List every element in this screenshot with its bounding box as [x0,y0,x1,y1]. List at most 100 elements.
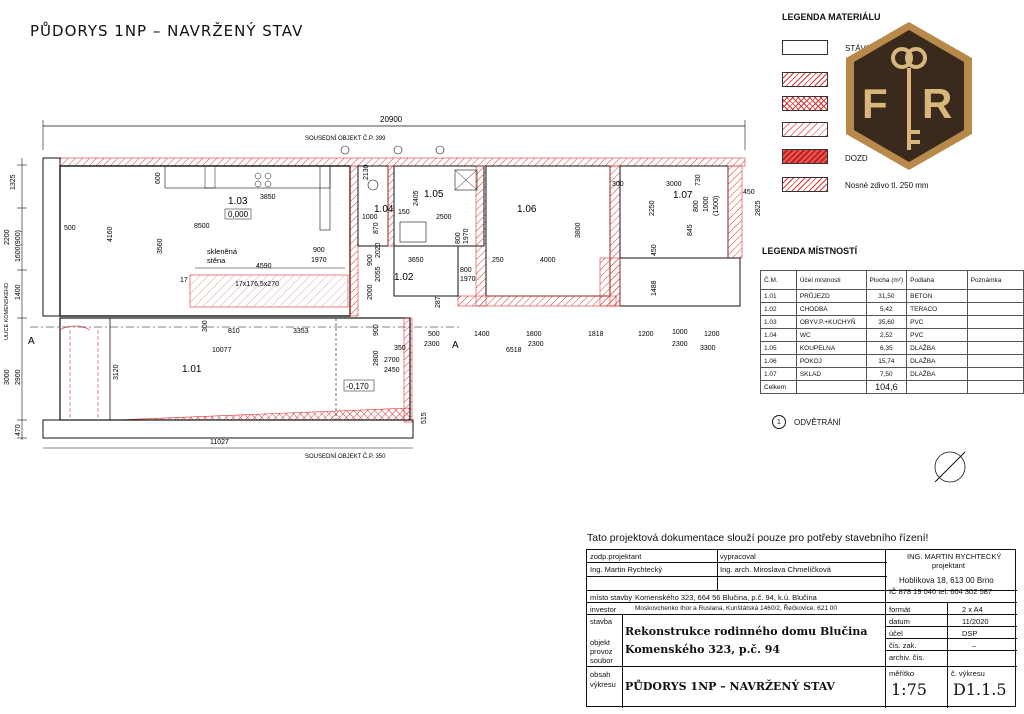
svg-text:F: F [862,80,888,127]
vypr-label: vypracoval [720,552,756,561]
svg-text:900: 900 [367,254,374,266]
svg-text:2000: 2000 [367,284,374,300]
material-swatch [782,72,828,87]
svg-text:1488: 1488 [651,280,658,296]
svg-text:800: 800 [460,267,472,274]
svg-text:10077: 10077 [212,347,232,354]
provoz-label: provoz [590,647,613,656]
overall-dimension: 20900 [42,115,746,150]
vent-symbol: 1 [772,415,786,429]
datum-label: datum [889,617,910,626]
room-label: 1.02 [394,272,414,283]
dim: 470 [15,424,22,436]
meritko-label: měřítko [889,669,915,678]
dim: 1325 [10,174,17,190]
svg-text:2800: 2800 [373,350,380,366]
svg-text:3353: 3353 [293,328,309,335]
glass-wall-label-2: stěna [207,256,226,265]
notice-text: Tato projektová dokumentace slouží pouze… [587,532,929,544]
soubor-label: soubor [590,656,613,665]
page-title: PŮDORYS 1NP – NAVRŽENÝ STAV [30,22,304,40]
material-label: DOZD [845,154,868,163]
svg-text:3300: 3300 [700,345,716,352]
svg-text:1970: 1970 [463,228,470,244]
firm-ids: IČ 878 19 040 tel. 604 302 587 [889,587,993,596]
svg-text:2020: 2020 [375,242,382,258]
room-label: 1.05 [424,189,444,200]
svg-text:2450: 2450 [384,367,400,374]
stairs-label: 17x176,5x270 [235,281,279,288]
svg-text:2300: 2300 [424,341,440,348]
dim: 2200 [4,229,11,245]
svg-text:2055: 2055 [375,266,382,282]
svg-text:2250: 2250 [649,200,656,216]
room-label: 1.07 [673,190,693,201]
svg-text:1000: 1000 [672,329,688,336]
ucel-label: účel [889,629,903,638]
table-header-row: Č.M. Účel místnosti Plocha (m²) Podlaha … [760,270,1024,290]
ventilation-markers [340,145,445,155]
svg-text:900: 900 [373,324,380,336]
zodp-value: Ing. Martin Rychtecký [590,565,663,574]
investor-value: Moskovchenko Ihor a Ruslana, Kunštátská … [635,605,837,612]
material-label: STÁVAJ [845,44,875,53]
svg-text:730: 730 [695,174,702,186]
svg-text:1818: 1818 [588,331,604,338]
stavba-label: stavba [590,617,613,626]
svg-text:1970: 1970 [311,257,327,264]
neighbor-bottom-label: SOUSEDNÍ OBJEKT Č.P. 350 [305,453,386,460]
firm-address: Hoblíkova 18, 613 00 Brno [899,576,994,585]
datum-value: 11/2020 [962,617,989,626]
objekt-label: objekt [590,638,611,647]
svg-text:2130: 2130 [363,164,370,180]
svg-text:2300: 2300 [528,341,544,348]
col-header: Podlaha [906,270,968,290]
ucel-value: DSP [962,629,978,638]
dim: 1600(900) [15,230,22,262]
svg-text:2700: 2700 [384,357,400,364]
svg-text:4590: 4590 [256,263,272,270]
svg-text:8500: 8500 [194,223,210,230]
stavba-value-2: Komenského 323, p.č. 94 [625,643,781,656]
investor-label: investor [590,605,617,614]
stavba-value-1: Rekonstrukce rodinného domu Blučina [625,625,868,638]
svg-text:2300: 2300 [672,341,688,348]
obsah-value: PŮDORYS 1NP – NAVRŽENÝ STAV [625,680,835,693]
material-swatch [782,122,828,137]
section-mark-right: A [452,340,459,351]
level-101: -0,170 [346,382,369,391]
svg-text:17: 17 [180,277,188,284]
format-value: 2 x A4 [962,605,983,614]
legend-rooms-title: LEGENDA MÍSTNOSTÍ [762,246,858,256]
svg-text:3000: 3000 [666,181,682,188]
room-label: 1.04 [374,204,394,215]
dim: 2900 [15,369,22,385]
key-icon [891,47,927,150]
section-mark-left: A [28,336,35,347]
svg-text:2825: 2825 [755,200,762,216]
svg-text:3560: 3560 [157,238,164,254]
company-logo: F R [846,22,972,170]
svg-text:845: 845 [687,224,694,236]
legend-materials-title: LEGENDA MATERIÁLU [782,12,881,22]
svg-text:450: 450 [743,189,755,196]
misto-value: Komenského 323, 664 56 Blučina, p.č. 94,… [635,593,817,602]
archiv-label: archiv. čís. [889,653,925,662]
svg-text:3650: 3650 [408,257,424,264]
svg-text:1000: 1000 [703,196,710,212]
col-header: Poznámka [966,270,1024,290]
svg-text:1000: 1000 [362,214,378,221]
svg-text:2500: 2500 [436,214,452,221]
svg-text:287: 287 [435,296,442,308]
svg-text:4160: 4160 [107,226,114,242]
ciszak-label: čís. zak. [889,641,917,650]
svg-text:900: 900 [313,247,325,254]
svg-text:2405: 2405 [413,190,420,206]
svg-text:810: 810 [228,328,240,335]
neighbor-top-label: SOUSEDNÍ OBJEKT Č.P. 399 [305,135,386,142]
dimension-labels: 500 4160 3560 600 3850 8500 900 1970 459… [64,164,762,446]
svg-text:1200: 1200 [638,331,654,338]
